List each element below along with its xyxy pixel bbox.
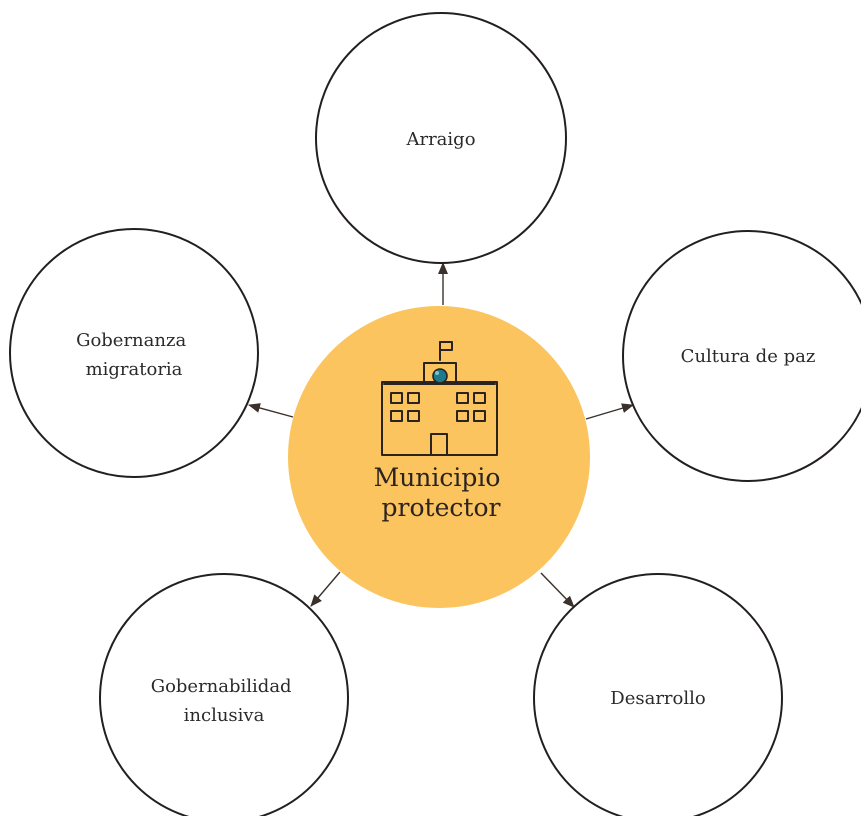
node-circle: [533, 573, 783, 816]
connector-arrows: [248, 262, 634, 608]
node-circle: [99, 573, 349, 816]
svg-text:Gobernanza migratoria: Gobernanza migratoria: [76, 330, 192, 380]
node-label-line-2: inclusiva: [184, 705, 265, 726]
node-label-line-2: migratoria: [86, 359, 183, 380]
arrow-to-cultura-de-paz: [585, 403, 634, 420]
center-label-line-1: Municipio: [374, 463, 501, 492]
node-label-line-1: Gobernabilidad: [151, 676, 292, 697]
school-building-icon: [381, 341, 498, 456]
svg-text:Desarrollo: Desarrollo: [610, 688, 705, 709]
node-label: Cultura de paz: [681, 346, 816, 367]
node-label: Desarrollo: [610, 688, 705, 709]
arrow-to-gobernanza-migratoria: [248, 403, 294, 418]
center-label-line-2: protector: [382, 493, 501, 522]
node-circle: [315, 12, 567, 264]
school-clock-highlight: [435, 371, 439, 375]
arrow-to-gobernabilidad-inclusiva: [310, 571, 341, 607]
school-clock-dot: [432, 368, 448, 384]
node-cultura-de-paz: Cultura de paz: [622, 230, 861, 482]
svg-text:Arraigo: Arraigo: [405, 129, 475, 150]
svg-text:Cultura de paz: Cultura de paz: [681, 346, 816, 367]
node-gobernabilidad-inclusiva: Gobernabilidad inclusiva: [99, 573, 349, 816]
node-arraigo: Arraigo: [315, 12, 567, 264]
node-desarrollo: Desarrollo: [533, 573, 783, 816]
arrow-to-desarrollo: [540, 572, 575, 608]
svg-text:Municipio protector: Municipio protector: [374, 463, 509, 522]
node-label: Arraigo: [405, 129, 475, 150]
node-gobernanza-migratoria: Gobernanza migratoria: [9, 228, 259, 478]
center-circle: [288, 306, 590, 608]
svg-text:Gobernabilidad inclusiva: Gobernabilidad inclusiva: [151, 676, 298, 726]
node-label-line-1: Gobernanza: [76, 330, 186, 351]
center-node: Municipio protector: [288, 306, 590, 608]
node-circle: [622, 230, 861, 482]
node-circle: [9, 228, 259, 478]
